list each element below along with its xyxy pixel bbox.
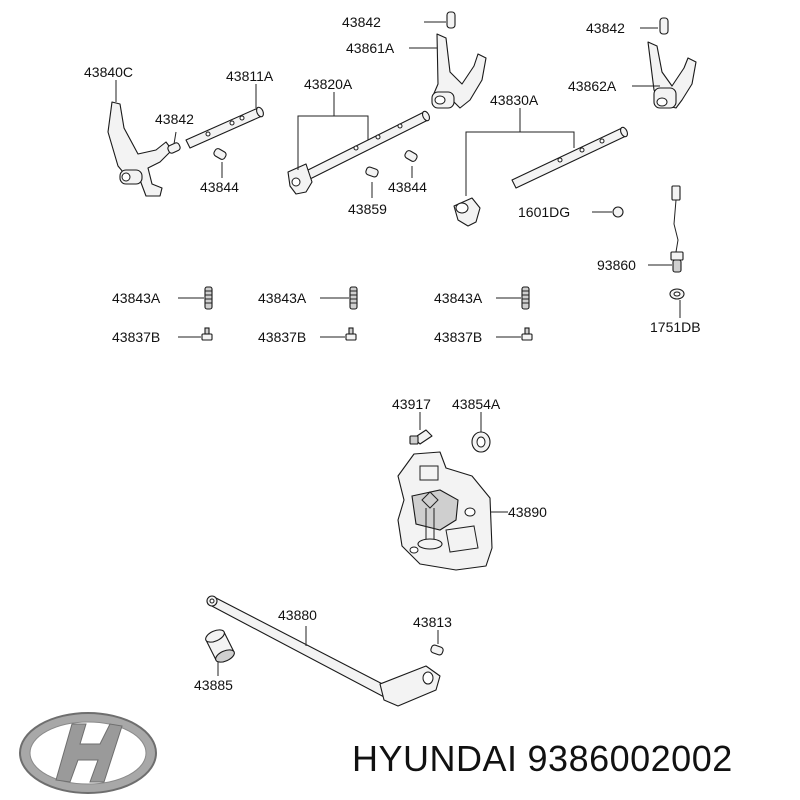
label-43859: 43859 (348, 201, 387, 217)
bolt-43837B-1 (201, 327, 213, 341)
bushing-43885 (205, 629, 235, 663)
bolt-43837B-2 (345, 327, 357, 341)
label-1751DB: 1751DB (650, 319, 701, 335)
shaft-43880 (206, 595, 441, 707)
label-43837B-3: 43837B (434, 329, 482, 345)
spring-43843A-3 (521, 286, 530, 310)
label-43813: 43813 (413, 614, 452, 630)
spring-43843A-2 (349, 286, 358, 310)
label-43843A-1: 43843A (112, 290, 161, 306)
switch-93860 (670, 185, 684, 273)
label-43830A: 43830A (490, 92, 539, 108)
spring-43843A-1 (204, 286, 213, 310)
label-43854A: 43854A (452, 396, 501, 412)
label-43885: 43885 (194, 677, 233, 693)
shift-fork-43840C (107, 101, 173, 197)
pin-43859 (365, 166, 379, 178)
label-43842-left: 43842 (155, 111, 194, 127)
label-43862A: 43862A (568, 78, 617, 94)
label-1601DG: 1601DG (518, 204, 570, 220)
hyundai-logo-icon (19, 712, 157, 794)
label-43842-right: 43842 (586, 20, 625, 36)
label-43844-middle: 43844 (388, 179, 427, 195)
label-43837B-2: 43837B (258, 329, 306, 345)
bolt-43837B-3 (521, 327, 533, 341)
gasket-1751DB (669, 288, 685, 300)
shift-fork-43861A (431, 33, 487, 109)
label-43837B-1: 43837B (112, 329, 160, 345)
shift-fork-43862A (647, 41, 697, 109)
part-number: 9386002002 (527, 738, 733, 779)
washer-43854A (471, 431, 491, 453)
label-43811A: 43811A (226, 68, 274, 84)
shift-rail-43830A (453, 126, 628, 227)
label-43843A-3: 43843A (434, 290, 483, 306)
pin-43844-left (213, 148, 227, 160)
label-43842-top: 43842 (342, 14, 381, 30)
ball-1601DG (612, 206, 624, 218)
brand-name: HYUNDAI (352, 738, 518, 779)
label-43880: 43880 (278, 607, 317, 623)
control-assembly-43890 (397, 451, 493, 571)
pin-43842-top (446, 11, 456, 29)
label-43844-left: 43844 (200, 179, 239, 195)
label-43861A: 43861A (346, 40, 395, 56)
label-43890: 43890 (508, 504, 547, 520)
pin-43842-right (659, 17, 669, 35)
pin-43813 (430, 644, 444, 656)
shift-rail-43811A (185, 106, 264, 149)
label-43917: 43917 (392, 396, 431, 412)
label-43843A-2: 43843A (258, 290, 307, 306)
pin-43844-middle (404, 150, 418, 162)
shift-rail-43820A (287, 110, 431, 195)
label-43820A: 43820A (304, 76, 353, 92)
label-43840C: 43840C (84, 64, 133, 80)
label-93860: 93860 (597, 257, 636, 273)
pin-43842-left (167, 142, 181, 154)
bolt-43917 (409, 429, 433, 445)
